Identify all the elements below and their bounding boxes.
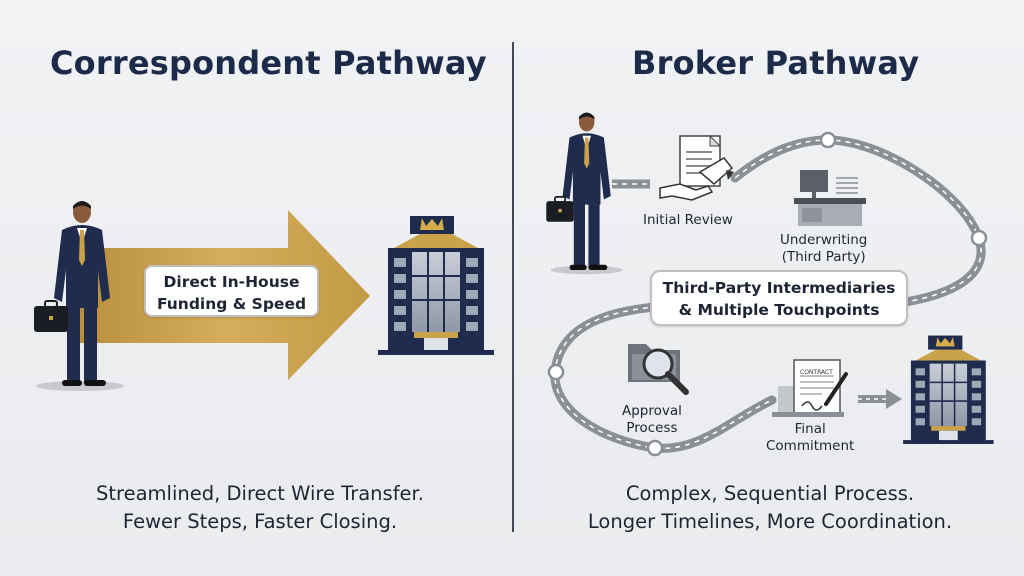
broker-pathway-title: Broker Pathway (632, 44, 920, 82)
businessman-icon (34, 201, 124, 391)
direct-funding-line2: Funding & Speed (156, 295, 307, 313)
correspondent-caption-line2: Fewer Steps, Faster Closing. (122, 510, 398, 533)
contract-text: CONTRACT (800, 369, 833, 376)
third-party-label: Third-Party Intermediaries & Multiple To… (650, 270, 908, 326)
step-approval-line1: Approval (622, 403, 682, 419)
broker-caption: Complex, Sequential Process. Longer Time… (545, 480, 995, 536)
briefcase-icon (546, 196, 574, 222)
broker-caption-line2: Longer Timelines, More Coordination. (587, 510, 953, 533)
step-underwriting-line1: Underwriting (780, 232, 868, 248)
desk-computer-icon (794, 170, 866, 226)
building-icon (378, 216, 494, 355)
broker-caption-line1: Complex, Sequential Process. (625, 482, 915, 505)
step-approval-line2: Process (626, 420, 678, 436)
final-arrow (858, 389, 902, 409)
direct-funding-label: Direct In-House Funding & Speed (144, 265, 319, 317)
contract-pen-icon (772, 359, 848, 417)
direct-funding-line1: Direct In-House (163, 273, 300, 291)
step-initial-review: Initial Review (643, 212, 733, 228)
crown-icon (420, 218, 444, 230)
building-icon (903, 335, 994, 444)
document-icon (659, 134, 734, 201)
correspondent-caption: Streamlined, Direct Wire Transfer. Fewer… (40, 480, 480, 536)
step-final-commitment: Final Commitment (766, 421, 854, 455)
step-approval: Approval Process (622, 403, 682, 437)
step-final-line2: Commitment (766, 438, 855, 454)
businessman-icon (546, 112, 623, 275)
third-party-line1: Third-Party Intermediaries (662, 279, 896, 297)
magnifier-folder-icon (628, 344, 689, 395)
step-underwriting: Underwriting (Third Party) (780, 232, 867, 266)
crown-icon (935, 337, 955, 347)
briefcase-icon (34, 300, 68, 332)
step-final-line1: Final (794, 421, 826, 437)
correspondent-caption-line1: Streamlined, Direct Wire Transfer. (96, 482, 424, 505)
correspondent-pathway-title: Correspondent Pathway (50, 44, 487, 82)
third-party-line2: & Multiple Touchpoints (678, 301, 880, 319)
step-underwriting-line2: (Third Party) (781, 249, 866, 265)
center-divider (512, 42, 514, 532)
